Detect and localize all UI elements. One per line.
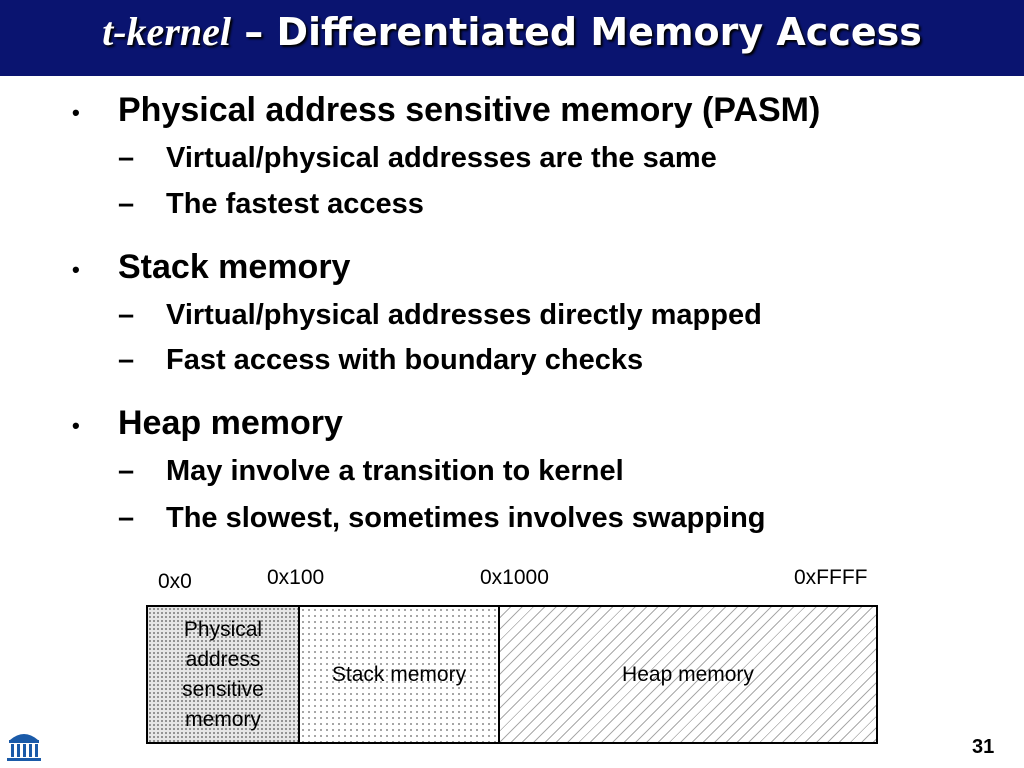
region-label: Stack memory: [331, 663, 467, 686]
sub-bullet-glyph: –: [118, 502, 135, 534]
slide-title: t-kernel – Differentiated Memory Access: [0, 8, 1024, 55]
sub-bullet-item: The slowest, sometimes involves swapping: [166, 502, 766, 534]
bullet-item: Heap memory: [118, 404, 343, 442]
region-label-line: memory: [185, 708, 261, 731]
pasm-region: Physical address sensitive memory: [146, 605, 300, 744]
region-label-line: sensitive: [182, 678, 264, 701]
sub-bullet-glyph: –: [118, 455, 135, 487]
sub-bullet-glyph: –: [118, 188, 135, 220]
title-italic: t-kernel: [102, 9, 231, 54]
sub-bullet-glyph: –: [118, 299, 135, 331]
page-number: 31: [972, 736, 995, 758]
address-label: 0x100: [259, 564, 333, 592]
sub-bullet-item: Fast access with boundary checks: [166, 344, 644, 376]
address-label: 0x0: [150, 568, 200, 596]
address-label: 0x1000: [472, 564, 557, 592]
stack-region: Stack memory: [298, 605, 500, 744]
sub-bullet-glyph: –: [118, 344, 135, 376]
sub-bullet-item: The fastest access: [166, 188, 424, 220]
sub-bullet-item: Virtual/physical addresses are the same: [166, 142, 717, 174]
title-bar: t-kernel – Differentiated Memory Access: [0, 0, 1024, 76]
title-rest: Differentiated Memory Access: [276, 10, 922, 54]
region-label-line: Physical: [183, 618, 263, 641]
sub-bullet-item: Virtual/physical addresses directly mapp…: [166, 299, 762, 331]
bullet-glyph: •: [72, 413, 80, 438]
title-dash: –: [231, 10, 277, 54]
bullet-glyph: •: [72, 100, 80, 125]
bullet-item: Stack memory: [118, 248, 351, 286]
heap-region: Heap memory: [498, 605, 878, 744]
bullet-item: Physical address sensitive memory (PASM): [118, 91, 821, 129]
address-label: 0xFFFF: [786, 564, 876, 592]
region-label: Physical address sensitive memory: [148, 615, 298, 735]
region-label: Heap memory: [622, 663, 754, 686]
sub-bullet-item: May involve a transition to kernel: [166, 455, 624, 487]
university-rotunda-icon: [7, 734, 41, 761]
sub-bullet-glyph: –: [118, 142, 135, 174]
bullet-glyph: •: [72, 257, 80, 282]
region-label-line: address: [185, 648, 261, 671]
